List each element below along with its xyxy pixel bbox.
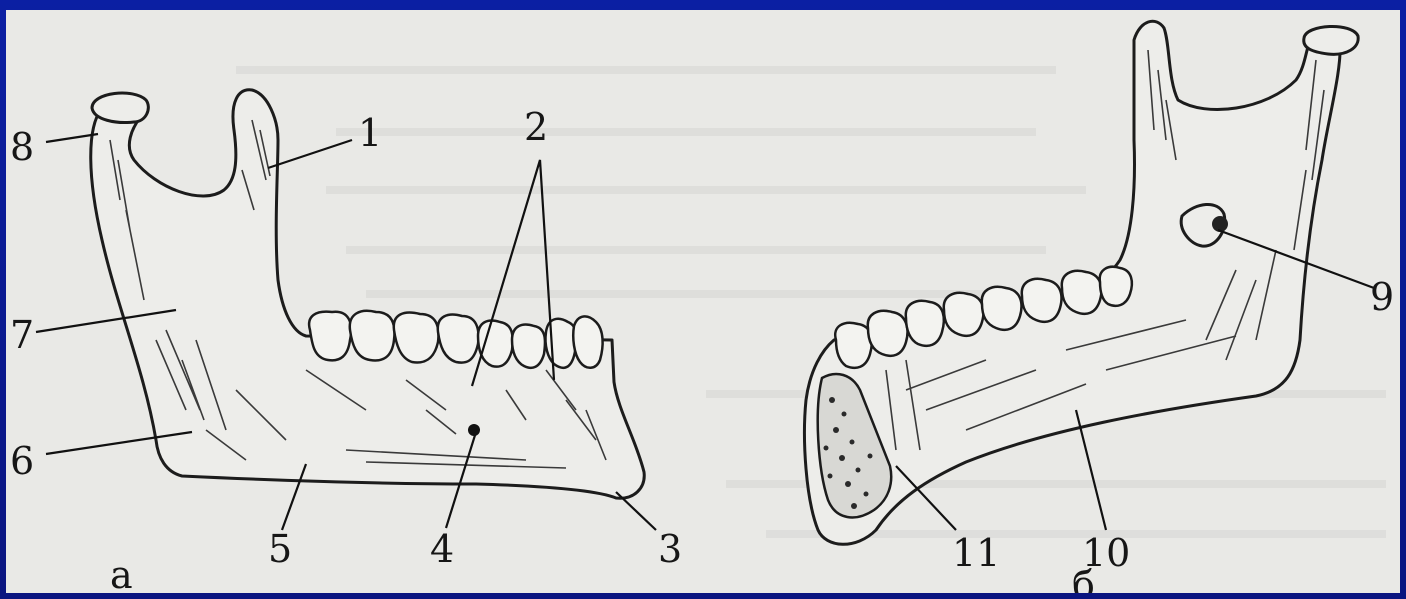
panel-b-label: б (1072, 563, 1095, 593)
mandible-medial-view: 9 10 11 б (805, 21, 1395, 593)
figure-plate: 1 2 3 4 5 6 7 8 а (6, 10, 1400, 593)
panel-a-label: а (110, 553, 133, 593)
callout-2: 2 (524, 105, 548, 149)
callout-4: 4 (430, 527, 454, 571)
callout-9: 9 (1370, 275, 1394, 319)
callout-7: 7 (10, 313, 34, 357)
callout-6: 6 (10, 439, 34, 483)
mental-foramen (468, 424, 480, 436)
callout-3: 3 (658, 527, 682, 571)
callout-8: 8 (10, 125, 34, 169)
mandible-illustration: 1 2 3 4 5 6 7 8 а (6, 10, 1400, 593)
callout-5: 5 (268, 527, 292, 571)
mandible-lateral-view: 1 2 3 4 5 6 7 8 а (10, 90, 682, 593)
callout-1: 1 (358, 111, 382, 155)
callout-11: 11 (952, 531, 1000, 575)
